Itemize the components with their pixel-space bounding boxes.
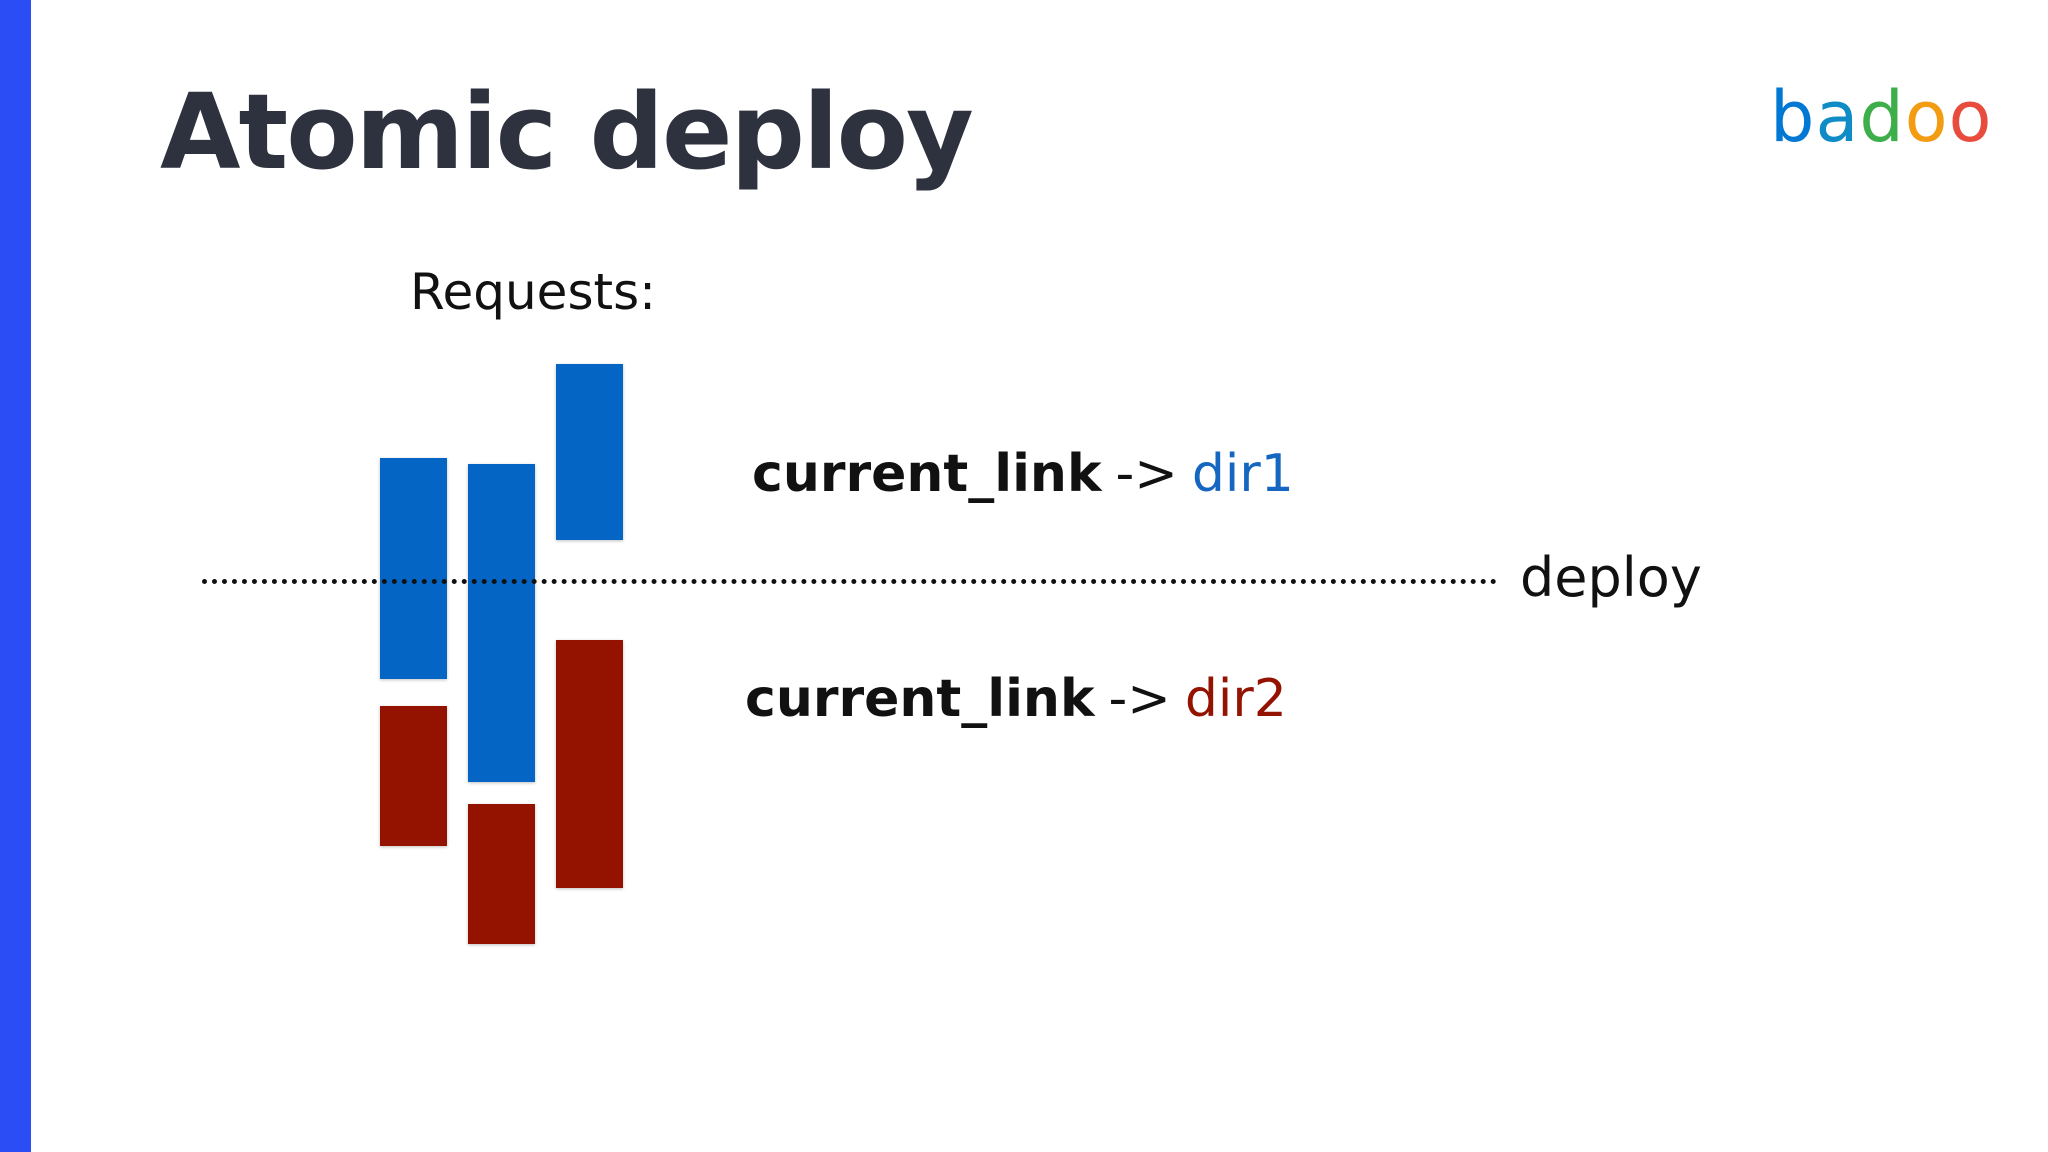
- logo-letter-d: d: [1859, 76, 1905, 158]
- slide-title: Atomic deploy: [160, 71, 974, 193]
- link-before-name: current_link: [752, 444, 1102, 504]
- link-before-target: dir1: [1191, 444, 1294, 504]
- request-bar-col1-dir2: [380, 706, 447, 846]
- link-before-deploy: current_link->dir1: [752, 443, 1294, 505]
- badoo-logo: badoo: [1770, 80, 1992, 155]
- request-bar-col3-dir1: [556, 364, 623, 540]
- logo-letter-o1: o: [1904, 76, 1949, 158]
- slide-accent-bar: [0, 0, 31, 1152]
- request-bar-col2-dir2: [468, 804, 535, 944]
- link-after-target: dir2: [1184, 669, 1287, 729]
- link-after-deploy: current_link->dir2: [745, 668, 1287, 730]
- deploy-label: deploy: [1520, 546, 1702, 609]
- request-bar-col1-dir1: [380, 458, 447, 679]
- link-after-name: current_link: [745, 669, 1095, 729]
- request-bar-col2-dir1: [468, 464, 535, 782]
- link-before-arrow: ->: [1115, 444, 1178, 504]
- deploy-divider-line: [202, 579, 1497, 584]
- logo-letter-b: b: [1770, 76, 1816, 158]
- request-bar-col3-dir2: [556, 640, 623, 888]
- logo-letter-a: a: [1815, 76, 1860, 158]
- link-after-arrow: ->: [1108, 669, 1171, 729]
- requests-label: Requests:: [410, 263, 656, 321]
- logo-letter-o2: o: [1948, 76, 1993, 158]
